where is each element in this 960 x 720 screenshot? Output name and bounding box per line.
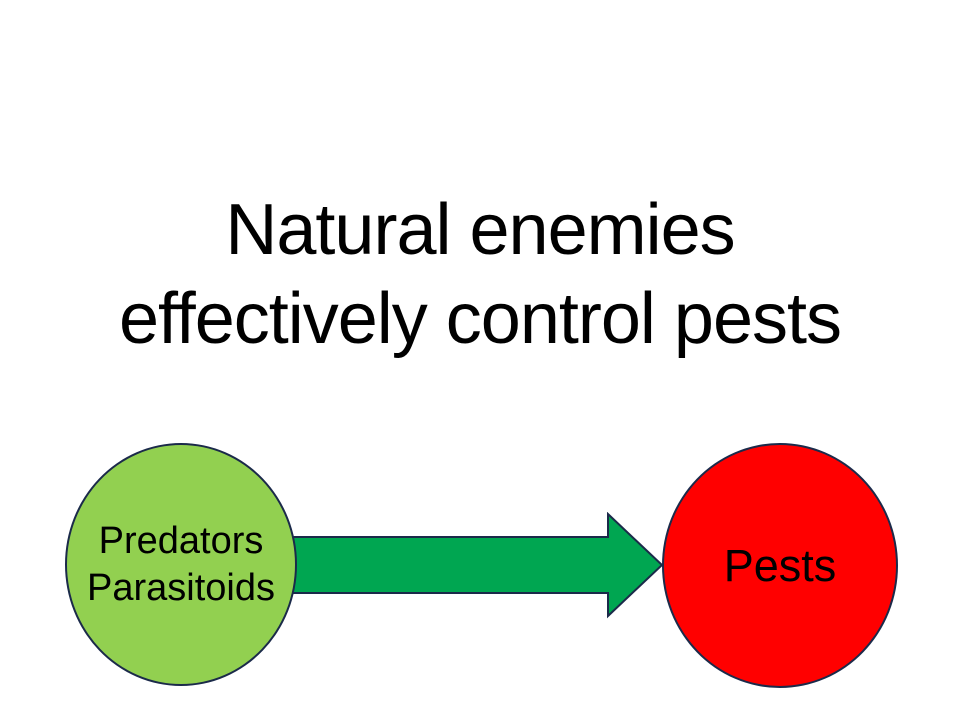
title-line-2: effectively control pests xyxy=(118,279,842,359)
source-node-label-line-2: Parasitoids xyxy=(87,566,275,609)
source-node-label-line-1: Predators xyxy=(98,519,264,562)
predators-parasitoids-node: Predators Parasitoids xyxy=(65,443,297,686)
page-title: Natural enemies effectively control pest… xyxy=(0,186,960,364)
pests-node: Pests xyxy=(662,443,898,688)
title-line-1: Natural enemies xyxy=(225,190,735,270)
arrow-right-icon xyxy=(250,512,664,619)
flow-arrow-right-shape xyxy=(250,512,664,619)
target-node-label: Pests xyxy=(723,539,837,591)
